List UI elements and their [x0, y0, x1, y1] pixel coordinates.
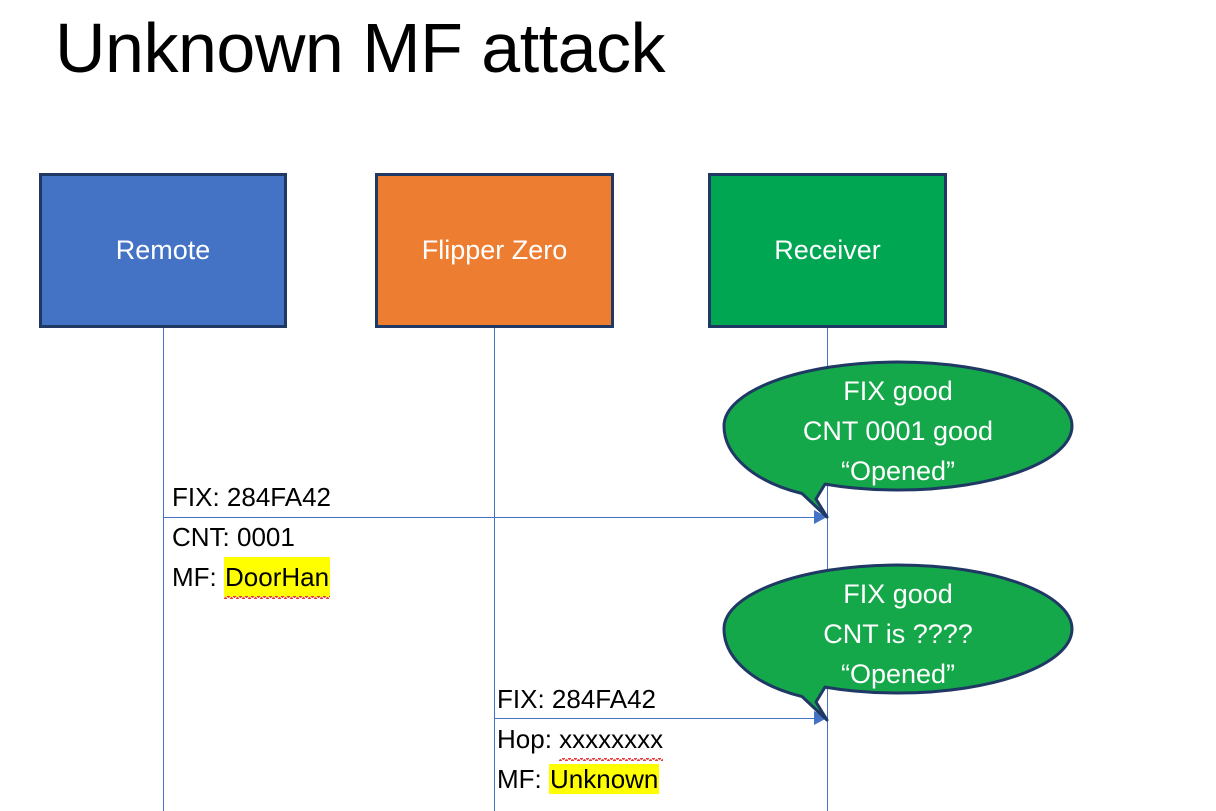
message-line-fix: FIX: 284FA42 [172, 482, 331, 512]
actor-box-receiver[interactable]: Receiver [708, 173, 947, 328]
callout-shape-icon [722, 563, 1074, 722]
callout-shape-icon [722, 360, 1074, 519]
callout-bubble-first-reply[interactable]: FIX good CNT 0001 good “Opened” [722, 360, 1074, 519]
lifeline-flipper [494, 328, 495, 811]
message-arrow-flipper-to-receiver [494, 718, 818, 719]
message-arrow-remote-to-receiver [163, 517, 818, 518]
message-label-remote: FIX: 284FA42 CNT: 0001 MF: DoorHan [172, 477, 331, 599]
message-line-hop: Hop: xxxxxxxx [497, 719, 664, 761]
message-line-mf: MF: DoorHan [172, 557, 331, 599]
message-line-fix: FIX: 284FA42 [497, 684, 656, 714]
mf-value-unknown: Unknown [549, 764, 660, 794]
actor-label-flipper: Flipper Zero [421, 234, 568, 265]
actor-box-flipper[interactable]: Flipper Zero [375, 173, 614, 328]
actor-label-remote: Remote [115, 234, 211, 265]
hop-prefix: Hop: [497, 724, 560, 754]
message-line-cnt: CNT: 0001 [172, 522, 295, 552]
callout-bubble-second-reply[interactable]: FIX good CNT is ???? “Opened” [722, 563, 1074, 722]
page-title: Unknown MF attack [55, 9, 666, 87]
actor-label-receiver: Receiver [774, 234, 881, 265]
actor-box-remote[interactable]: Remote [39, 173, 287, 328]
message-line-mf: MF: Unknown [497, 759, 663, 799]
message-label-flipper: FIX: 284FA42 Hop: xxxxxxxx MF: Unknown [497, 679, 664, 799]
mf-value-doorhan: DoorHan [224, 557, 331, 599]
hop-value: xxxxxxxx [559, 719, 664, 761]
mf-prefix: MF: [172, 562, 224, 592]
mf-prefix: MF: [497, 764, 549, 794]
lifeline-remote [163, 328, 164, 811]
